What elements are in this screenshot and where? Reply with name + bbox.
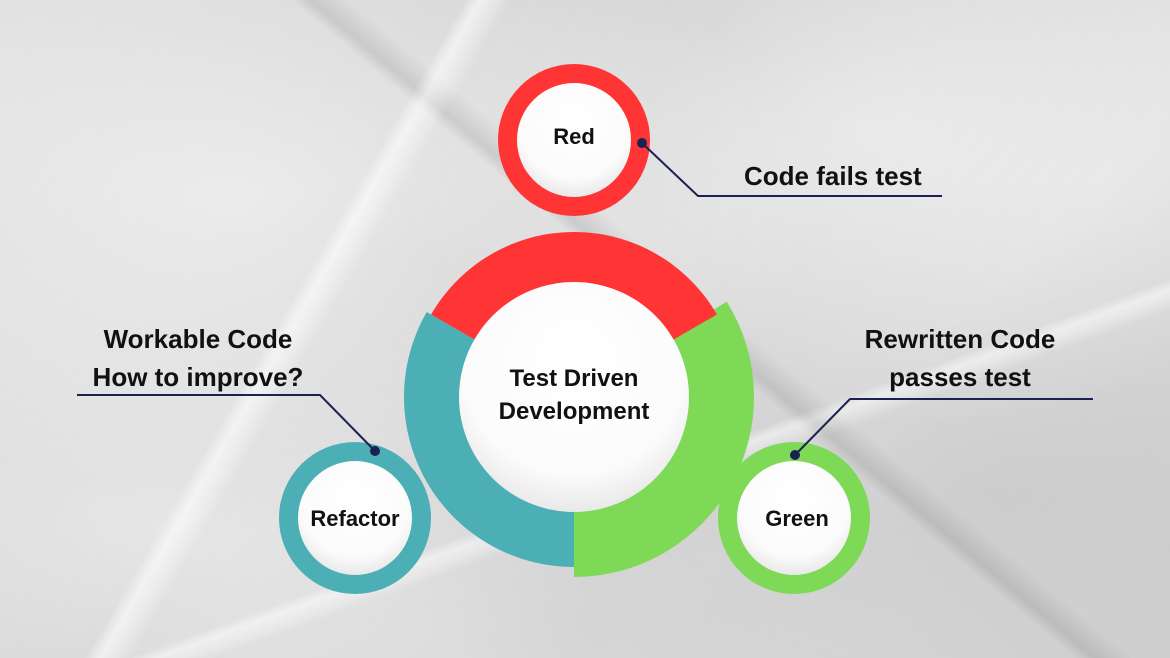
green-callout-line-1: Rewritten Code bbox=[864, 324, 1056, 354]
center-title: Test Driven Development bbox=[499, 362, 650, 428]
refactor-callout-line-1: Workable Code bbox=[103, 324, 293, 354]
green-callout-line-2: passes test bbox=[889, 362, 1031, 392]
green-connector-dot bbox=[790, 450, 800, 460]
red-stage-circle bbox=[517, 83, 631, 197]
red-connector-dot bbox=[637, 138, 647, 148]
refactor-callout-line-2: How to improve? bbox=[92, 362, 304, 392]
center-circle bbox=[459, 282, 689, 512]
red-callout-text: Code fails test bbox=[744, 157, 922, 195]
refactor-callout-text: Workable Code How to improve? bbox=[78, 320, 318, 396]
red-stage-label: Red bbox=[553, 124, 595, 149]
refactor-callout-connector bbox=[77, 394, 380, 456]
green-stage-circle bbox=[737, 461, 851, 575]
refactor-connector-dot bbox=[370, 446, 380, 456]
green-stage-label: Green bbox=[765, 506, 829, 531]
green-arc bbox=[574, 301, 755, 577]
red-callout-line-1: Code fails test bbox=[744, 161, 922, 191]
green-callout-connector bbox=[790, 398, 1093, 460]
center-title-line-2: Development bbox=[498, 398, 650, 425]
red-callout-connector bbox=[637, 138, 942, 197]
refactor-stage-circle bbox=[298, 461, 412, 575]
center-title-line-1: Test Driven bbox=[509, 365, 639, 392]
refactor-stage-label: Refactor bbox=[310, 506, 400, 531]
green-callout-text: Rewritten Code passes test bbox=[850, 320, 1070, 396]
